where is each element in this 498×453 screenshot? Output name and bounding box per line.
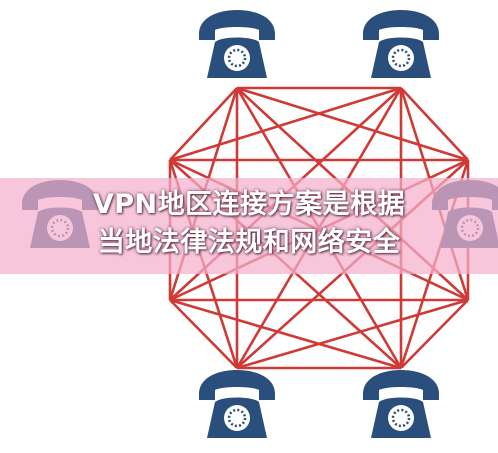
network-link [236,298,469,370]
caption-text: VPN地区连接方案是根据 当地法律法规和网络安全 [0,186,498,262]
caption-line-1: VPN地区连接方案是根据 [92,189,406,220]
telephone-icon [361,8,441,80]
telephone-icon [361,368,441,440]
network-link [236,86,469,162]
network-link [169,299,238,369]
network-link [169,87,238,161]
network-link [400,87,469,161]
network-link [169,86,402,162]
network-link [169,298,402,370]
caption-line-2: 当地法律法规和网络安全 [97,227,401,258]
caption-banner [0,178,498,274]
telephone-icon [197,368,277,440]
network-link [400,299,469,369]
telephone-icon [197,8,277,80]
